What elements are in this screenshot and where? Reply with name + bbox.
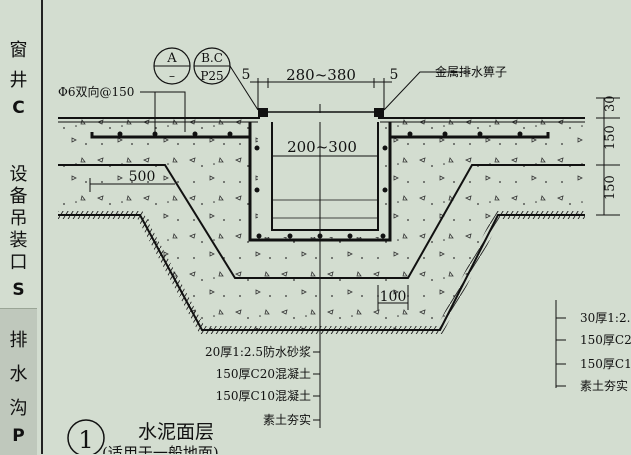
dim-30-label: 30 (603, 95, 618, 112)
layer-left-2: 150厚C20混凝土 (216, 366, 311, 381)
dim-inner-label: 200~300 (287, 138, 357, 156)
sidebar-char: 井 (9, 70, 28, 91)
ref-a-bottom: – (169, 69, 175, 83)
layer-left-3: 150厚C10混凝土 (216, 388, 311, 403)
dim-5-right: 5 (390, 67, 399, 83)
layer-left-4: 素土夯实 (263, 412, 311, 427)
sidebar-char: 沟 (9, 398, 28, 419)
sidebar-char: 排 (9, 330, 28, 351)
ref-b-bottom: P25 (200, 69, 223, 83)
grate-label: 金属排水箅子 (435, 64, 507, 79)
dim-150a-label: 150 (603, 125, 618, 150)
rebar-mesh (90, 132, 550, 139)
sidebar-char: 备 (9, 186, 28, 207)
sidebar-char: 装 (9, 230, 28, 251)
layer-right-3: 150厚C10 (580, 357, 631, 371)
dim-500-label: 500 (129, 169, 156, 185)
concrete-fill (58, 118, 585, 330)
sidebar-index: 窗 井 C 设 备 吊 装 口 S 排 水 沟 P (0, 0, 37, 455)
sidebar-char: 设 (9, 164, 28, 185)
frame-border (41, 0, 43, 454)
dim-5-left: 5 (242, 67, 251, 83)
rebar-label: Φ6双向@150 (58, 84, 134, 99)
sidebar-highlight (0, 308, 37, 455)
dim-top-label: 280~380 (286, 66, 356, 84)
layer-right-1: 30厚1:2. (580, 311, 630, 325)
caption-title: 水泥面层 (138, 421, 214, 443)
layer-left-1: 20厚1:2.5防水砂浆 (205, 344, 311, 359)
sidebar-char: 口 (9, 252, 28, 273)
caption-number: 1 (78, 426, 93, 454)
ref-a-top: A (166, 51, 177, 66)
c10-lower-line (58, 214, 585, 331)
sidebar-char: 水 (9, 364, 28, 385)
layer-right-4: 素土夯实 (580, 378, 628, 393)
layer-right-2: 150厚C20 (580, 333, 631, 347)
rebar-dots (117, 131, 523, 239)
c20-lower-line (58, 164, 585, 279)
ref-b-top: B.C (201, 51, 223, 65)
dim-100-label: 100 (380, 289, 407, 305)
sidebar-char: 吊 (9, 208, 28, 229)
caption-number-circle (67, 419, 105, 454)
sidebar-char: C (12, 98, 25, 118)
sidebar-char: 窗 (9, 40, 28, 61)
caption-subtitle: (适用于一般地面) (102, 444, 219, 454)
sidebar-char: P (12, 426, 25, 446)
dim-150b-label: 150 (603, 175, 618, 200)
sidebar-char: S (12, 280, 25, 300)
